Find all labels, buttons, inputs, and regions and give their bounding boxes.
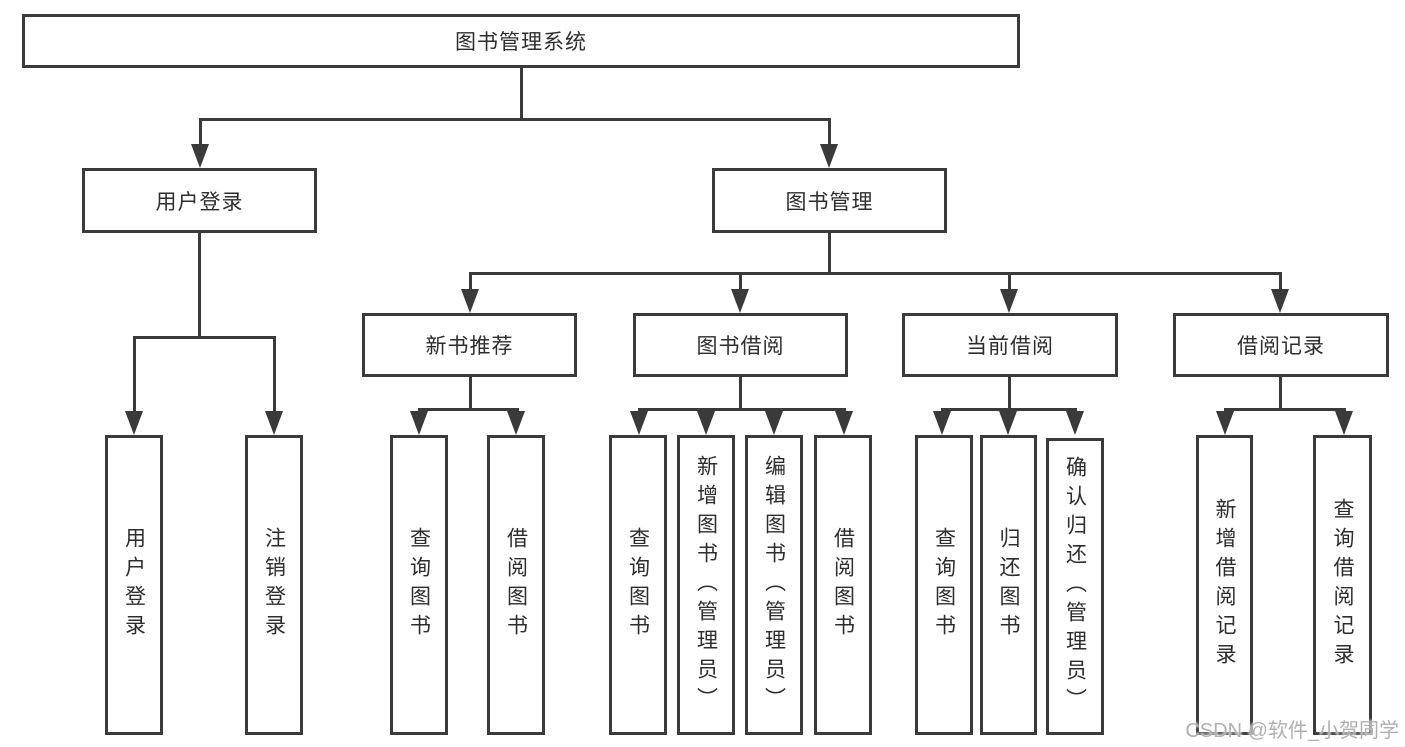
arrow-to-current-borrow (1000, 289, 1018, 313)
csdn-watermark: CSDN @软件_小贺同学 (1185, 720, 1399, 742)
leaf-records-query-record-label: 查询借阅记录 (1331, 498, 1354, 672)
leaf-borrow-query-books: 查询图书 (609, 435, 667, 735)
leaf-records-add-record: 新增借阅记录 (1196, 435, 1253, 735)
node-current-borrow-label: 当前借阅 (966, 335, 1054, 358)
connector-drop-leaf-logout (273, 336, 276, 413)
connector-drop-book-borrow (739, 272, 742, 292)
connector-rec-rail (418, 408, 519, 411)
leaf-recommend-query-books: 查询图书 (390, 435, 448, 735)
arrow-to-borrow-record (1271, 289, 1289, 313)
connector-level2-rail (199, 118, 831, 121)
node-new-book-recommend: 新书推荐 (362, 313, 577, 377)
leaf-recommend-borrow-books: 借阅图书 (487, 435, 545, 735)
arrow-to-user-login (191, 144, 209, 168)
connector-drop-book-mgmt (828, 118, 831, 146)
leaf-borrow-add-books-admin: 新增图书（管理员） (677, 435, 735, 735)
connector-rec-stem (469, 377, 472, 408)
connector-drop-user-login (199, 118, 202, 146)
arrow-to-cb-confirm (1066, 411, 1084, 435)
arrow-to-leaf-logout (265, 411, 283, 435)
connector-drop-leaf-user-login (133, 336, 136, 413)
node-book-borrow: 图书借阅 (633, 313, 848, 377)
leaf-logout: 注销登录 (245, 435, 303, 735)
node-user-login: 用户登录 (82, 168, 317, 233)
arrow-to-book-mgmt (820, 144, 838, 168)
connector-root-stem (520, 68, 523, 118)
node-new-book-recommend-label: 新书推荐 (425, 335, 514, 358)
connector-br-rail (1224, 408, 1345, 411)
connector-br-stem (1279, 377, 1282, 408)
node-library-system: 图书管理系统 (22, 14, 1020, 68)
arrow-to-bb-edit (765, 411, 783, 435)
arrow-to-bb-borrow (835, 411, 853, 435)
leaf-current-query-books-label: 查询图书 (932, 527, 956, 643)
leaf-current-query-books: 查询图书 (915, 435, 973, 735)
node-current-borrow: 当前借阅 (902, 313, 1118, 377)
leaf-borrow-edit-books-admin: 编辑图书（管理员） (745, 435, 803, 735)
leaf-borrow-edit-books-admin-label: 编辑图书（管理员） (762, 454, 786, 716)
leaf-current-confirm-return-admin-label: 确认归还（管理员） (1063, 456, 1087, 717)
node-borrow-records: 借阅记录 (1173, 313, 1389, 377)
arrow-to-br-query (1335, 411, 1353, 435)
leaf-borrow-borrow-books-label: 借阅图书 (831, 527, 855, 643)
node-user-login-label: 用户登录 (155, 190, 244, 214)
node-book-management: 图书管理 (712, 168, 947, 233)
leaf-logout-label: 注销登录 (262, 527, 286, 643)
leaf-records-query-record: 查询借阅记录 (1313, 435, 1372, 735)
node-book-borrow-label: 图书借阅 (696, 335, 785, 358)
leaf-current-return-books: 归还图书 (980, 435, 1037, 735)
leaf-current-return-books-label: 归还图书 (997, 527, 1020, 643)
connector-level3-rail (469, 272, 1282, 275)
connector-book-mgmt-stem (828, 233, 831, 272)
leaf-borrow-add-books-admin-label: 新增图书（管理员） (694, 454, 718, 716)
connector-drop-current-borrow (1008, 272, 1011, 292)
leaf-user-login: 用户登录 (105, 435, 163, 735)
arrow-to-br-add (1216, 411, 1234, 435)
leaf-recommend-query-books-label: 查询图书 (407, 527, 431, 643)
node-borrow-records-label: 借阅记录 (1237, 335, 1325, 358)
leaf-records-add-record-label: 新增借阅记录 (1213, 498, 1236, 672)
leaf-borrow-query-books-label: 查询图书 (626, 527, 650, 643)
connector-cb-stem (1008, 377, 1011, 408)
arrow-to-bb-query (630, 411, 648, 435)
connector-user-login-stem (198, 233, 201, 336)
arrow-to-cb-query (933, 411, 951, 435)
connector-drop-borrow-record (1279, 272, 1282, 292)
connector-drop-new-book-rec (469, 272, 472, 292)
arrow-to-book-borrow (731, 289, 749, 313)
arrow-to-leaf-user-login (125, 411, 143, 435)
arrow-to-cb-return (999, 411, 1017, 435)
arrow-to-rec-borrow (507, 411, 525, 435)
leaf-recommend-borrow-books-label: 借阅图书 (504, 527, 528, 643)
arrow-to-bb-add (697, 411, 715, 435)
arrow-to-rec-query (410, 411, 428, 435)
leaf-user-login-label: 用户登录 (122, 527, 146, 643)
node-book-management-label: 图书管理 (785, 190, 874, 214)
leaf-borrow-borrow-books: 借阅图书 (814, 435, 872, 735)
arrow-to-new-book-rec (461, 289, 479, 313)
connector-bb-rail (638, 408, 845, 411)
connector-bb-stem (739, 377, 742, 408)
node-library-system-label: 图书管理系统 (455, 31, 587, 54)
connector-user-login-rail (133, 336, 276, 339)
leaf-current-confirm-return-admin: 确认归还（管理员） (1046, 438, 1104, 735)
